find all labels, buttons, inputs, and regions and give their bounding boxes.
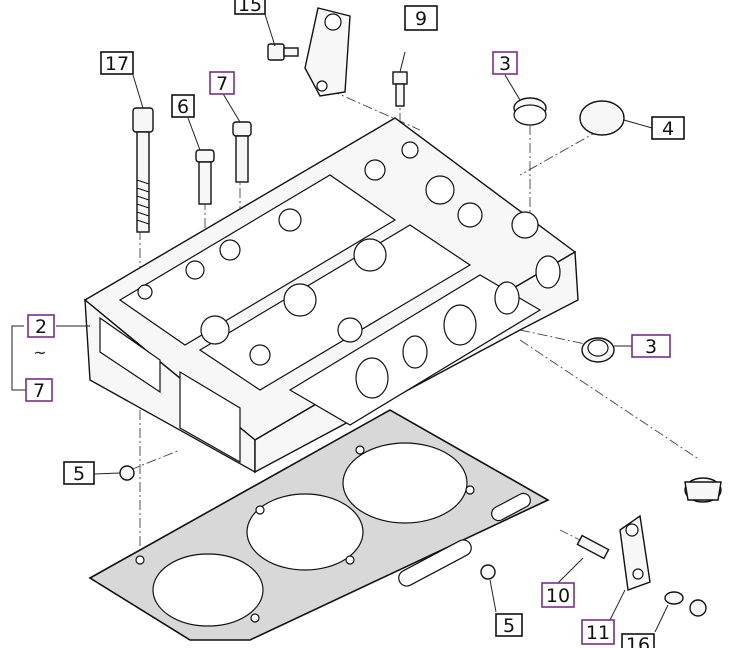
callout-c5a: 5 — [63, 461, 95, 485]
cylinder-head — [83, 117, 579, 474]
callout-c17: 17 — [100, 51, 134, 75]
callout-label: 11 — [586, 622, 610, 644]
callout-c4: 4 — [651, 116, 685, 140]
callout-box — [100, 51, 134, 75]
cap-right — [684, 477, 722, 503]
nut-left — [119, 465, 135, 481]
callout-c3a: 3 — [492, 51, 518, 75]
small-parts — [119, 7, 722, 617]
callout-c15: 15 — [234, 0, 266, 16]
callout-c3b: 3 — [631, 334, 671, 358]
callout-label: 10 — [546, 585, 570, 607]
callout-c9: 9 — [404, 5, 438, 31]
callout-c10: 10 — [541, 582, 575, 608]
seal-top — [513, 97, 547, 126]
callout-box — [209, 71, 235, 95]
callout-label: 5 — [503, 615, 515, 637]
range-tilde: ~ — [33, 343, 46, 362]
callout-c7a: 7 — [209, 71, 235, 95]
engine-hanger-bottom — [619, 514, 651, 591]
callout-box — [492, 51, 518, 75]
callout-label: 16 — [626, 634, 650, 648]
callout-label: 4 — [662, 118, 674, 140]
callout-box — [404, 5, 438, 31]
callout-label: 9 — [415, 8, 427, 30]
callout-box — [631, 334, 671, 358]
callout-box — [651, 116, 685, 140]
valve-guide-2 — [232, 121, 252, 183]
callout-box — [27, 314, 55, 338]
callouts: 15 9 17 7 6 3 4 2 7 3 5 10 5 11 16 — [25, 0, 685, 648]
callout-box — [581, 619, 615, 645]
callout-label: 15 — [238, 0, 262, 16]
callout-label: 3 — [645, 336, 657, 358]
callout-c6: 6 — [171, 94, 195, 118]
nut-16 — [689, 599, 707, 617]
callout-box — [495, 613, 523, 637]
callout-box — [541, 582, 575, 608]
callout-c5b: 5 — [495, 613, 523, 637]
callout-label: 2 — [35, 316, 47, 338]
callout-box — [621, 633, 655, 648]
callout-c2: 2 — [27, 314, 55, 338]
washer — [664, 591, 684, 605]
nut-bottom — [480, 564, 496, 580]
callout-box — [234, 0, 266, 15]
temperature-sensor — [392, 51, 408, 107]
callout-box — [171, 94, 195, 118]
callout-label: 5 — [73, 463, 85, 485]
head-bolt — [132, 107, 154, 233]
callout-c7b: 7 — [25, 378, 53, 402]
expansion-plug — [579, 100, 625, 136]
callout-label: 17 — [105, 53, 129, 75]
bracket-bolt — [267, 43, 299, 61]
callout-box — [25, 378, 53, 402]
callout-c16: 16 — [621, 633, 655, 648]
callout-label: 6 — [177, 96, 189, 118]
callout-label: 7 — [216, 73, 228, 95]
callout-label: 7 — [33, 380, 45, 402]
callout-c11: 11 — [581, 619, 615, 645]
seal-right — [581, 337, 615, 363]
head-gasket — [88, 409, 550, 641]
callout-box — [63, 461, 95, 485]
engine-hanger-top — [304, 7, 351, 97]
valve-guide — [195, 149, 215, 205]
callout-label: 3 — [499, 53, 511, 75]
stud — [576, 534, 610, 560]
